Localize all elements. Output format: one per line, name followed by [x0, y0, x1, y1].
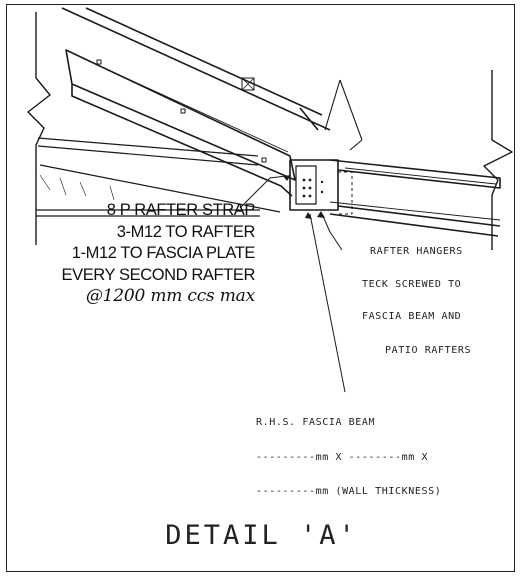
beam-note-title: R.H.S. FASCIA BEAM — [256, 417, 376, 428]
upper-rafter — [61, 7, 331, 131]
hanger-note-line-2: TECK SCREWED TO — [362, 279, 462, 290]
main-rafter — [65, 49, 296, 197]
hanger-note-line-1: RAFTER HANGERS — [370, 246, 463, 257]
hanger-note-line-4: PATIO RAFTERS — [385, 345, 472, 356]
hanger-note-line-3: FASCIA BEAM AND — [362, 311, 462, 322]
strap-note-line-3: 1-M12 TO FASCIA PLATE — [71, 244, 256, 262]
left-break-line — [27, 12, 51, 245]
fascia-beam-block — [289, 159, 339, 211]
hanger-leader — [321, 213, 343, 251]
strap-note-line-1: 8 P RAFTER STRAP — [106, 201, 256, 219]
rafter-strap — [295, 165, 317, 205]
strap-note-line-4: EVERY SECOND RAFTER — [61, 265, 255, 284]
patio-rafter-lines — [329, 167, 501, 221]
strap-note-line-2: 3-M12 TO RAFTER — [116, 222, 256, 241]
drawing-border — [6, 4, 515, 572]
peak-lines — [324, 79, 363, 151]
detail-caption: DETAIL 'A' — [165, 520, 358, 551]
patio-rafter — [329, 159, 501, 237]
beam-note-dim-2: ---------mm (WALL THICKNESS) — [256, 486, 442, 497]
wall-plate-line — [39, 164, 281, 213]
strap-note-line-5: @1200 mm ccs max — [85, 286, 255, 306]
strap-note: 8 P RAFTER STRAP 3-M12 TO RAFTER 1-M12 T… — [61, 200, 255, 308]
rafter-hanger — [338, 171, 353, 215]
beam-note-dim-1: ---------mm X --------mm X — [256, 452, 429, 463]
lower-member — [36, 137, 260, 217]
beam-leader — [309, 213, 346, 393]
strap-leader — [239, 175, 287, 209]
right-break-line — [483, 70, 513, 250]
rafter-inner-line — [81, 57, 289, 153]
